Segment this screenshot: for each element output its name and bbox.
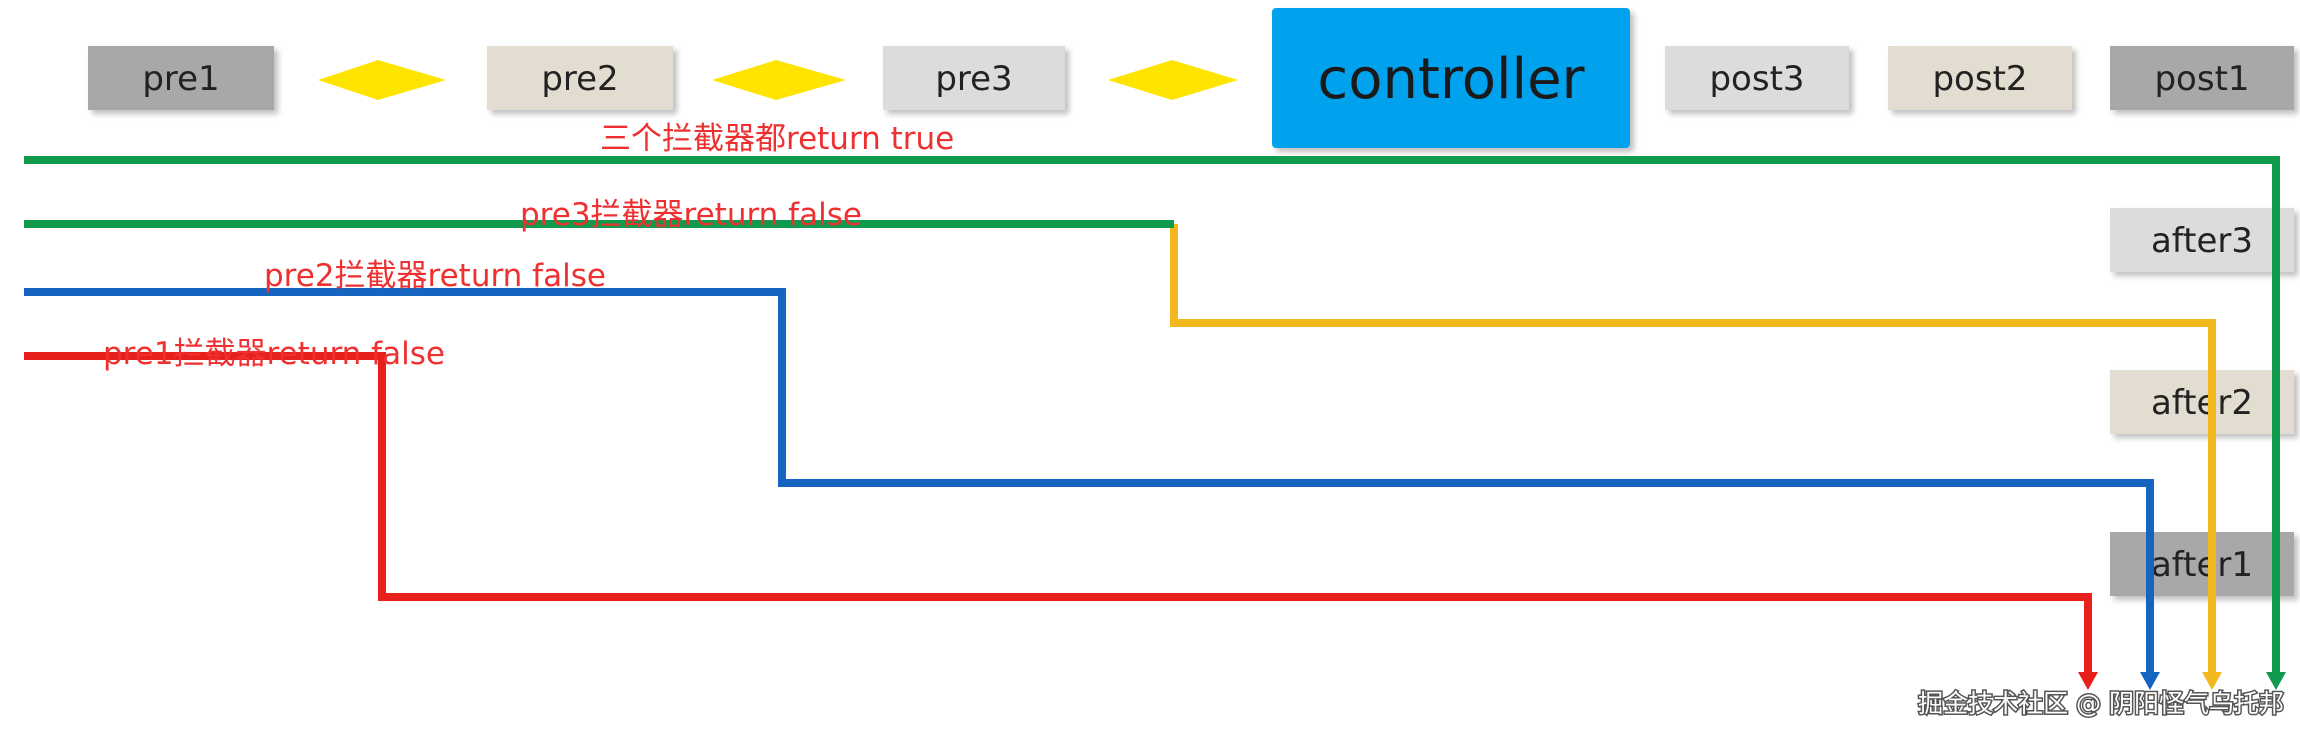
post3-label: post3	[1709, 59, 1804, 99]
path-pre3-false-line-yellow	[1170, 224, 2216, 672]
pre2-label: pre2	[541, 59, 618, 99]
post3-box: post3	[1665, 46, 1849, 110]
caption-pre3-false: pre3拦截器return false	[520, 197, 862, 233]
path-pre1-false-line	[24, 352, 2092, 672]
path-pre3-false-arrowhead	[2202, 672, 2222, 690]
after3-label: after3	[2151, 221, 2253, 261]
pre1-label: pre1	[142, 59, 219, 99]
post2-box: post2	[1888, 46, 2072, 110]
after1-box: after1	[2110, 532, 2294, 596]
after2-box: after2	[2110, 370, 2294, 434]
path-pre2-false-arrowhead	[2140, 672, 2160, 690]
pre3-label: pre3	[935, 59, 1012, 99]
caption-pre1-false: pre1拦截器return false	[103, 336, 445, 372]
controller-label: controller	[1317, 47, 1585, 112]
pre3-box: pre3	[883, 46, 1065, 110]
watermark-text: 掘金技术社区 @ 阴阳怪气乌托邦	[1918, 689, 2284, 718]
after1-label: after1	[2151, 545, 2253, 585]
pre1-box: pre1	[88, 46, 274, 110]
post1-box: post1	[2110, 46, 2294, 110]
post1-label: post1	[2154, 59, 2249, 99]
after3-box: after3	[2110, 208, 2294, 272]
diamond-connector-2	[712, 60, 846, 100]
diamond-connector-1	[318, 60, 446, 100]
diamond-connector-3	[1108, 60, 1238, 100]
caption-pre2-false: pre2拦截器return false	[264, 258, 606, 294]
path-all-true-arrowhead	[2266, 672, 2286, 690]
post2-label: post2	[1932, 59, 2027, 99]
after2-label: after2	[2151, 383, 2253, 423]
path-all-true-line	[24, 156, 2280, 672]
caption-all-true: 三个拦截器都return true	[600, 121, 954, 157]
path-pre1-false-arrowhead	[2078, 672, 2098, 690]
path-pre2-false-line	[24, 288, 2154, 672]
pre2-box: pre2	[487, 46, 673, 110]
controller-box: controller	[1272, 8, 1630, 148]
